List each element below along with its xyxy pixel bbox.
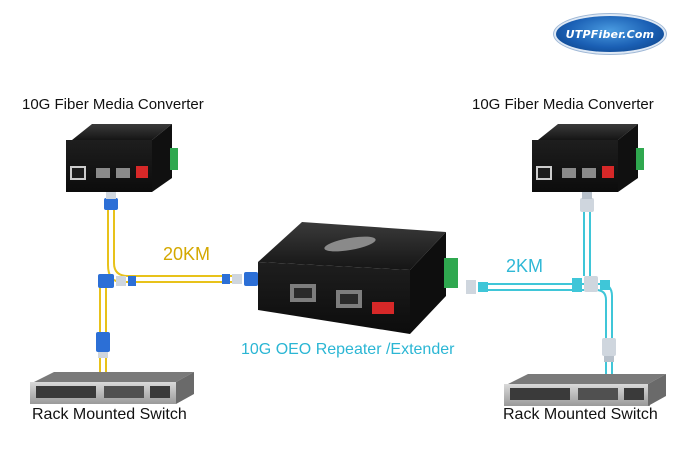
utpfiber-logo: UTPFiber.Com <box>556 16 664 52</box>
rack-switch-icon <box>30 372 194 404</box>
right-distance-label: 2KM <box>506 256 544 276</box>
left-switch-label: Rack Mounted Switch <box>32 406 187 423</box>
logo-text: UTPFiber.Com <box>565 27 655 41</box>
left-distance-label: 20KM <box>163 244 211 264</box>
lc-duplex-connector-icon <box>222 272 258 286</box>
lc-duplex-connector-icon <box>466 280 488 294</box>
lc-duplex-connector-icon <box>580 192 594 212</box>
lc-duplex-connector-icon <box>572 276 610 292</box>
left-fiber-link <box>99 205 240 372</box>
left-converter-label: 10G Fiber Media Converter <box>22 96 204 113</box>
lc-duplex-connector-icon <box>602 338 616 362</box>
lc-duplex-connector-icon <box>104 192 118 210</box>
right-converter-label: 10G Fiber Media Converter <box>472 96 654 113</box>
right-fiber-link <box>478 210 613 376</box>
media-converter-icon <box>66 124 178 192</box>
right-switch-label: Rack Mounted Switch <box>503 406 658 423</box>
oeo-repeater-icon <box>258 222 458 334</box>
repeater-label: 10G OEO Repeater /Extender <box>241 341 455 358</box>
lc-duplex-connector-icon <box>96 332 110 358</box>
rack-switch-icon <box>504 374 666 406</box>
lc-duplex-connector-icon <box>98 274 136 288</box>
media-converter-icon <box>532 124 644 192</box>
